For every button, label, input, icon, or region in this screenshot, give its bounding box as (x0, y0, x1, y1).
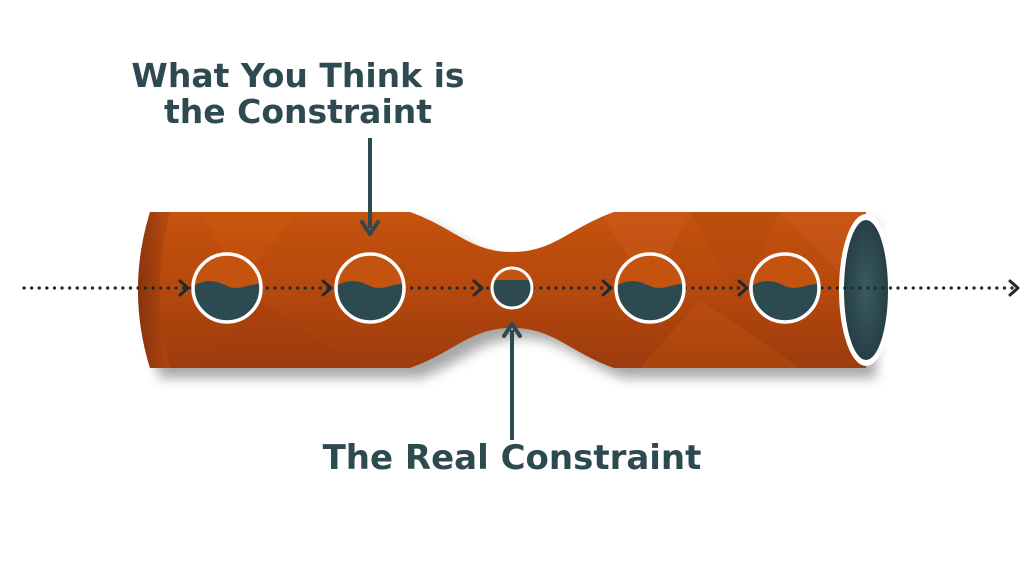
flow-arrowhead-1 (178, 279, 190, 297)
perceived-constraint-line1: What You Think is (131, 56, 465, 95)
flow-arrowhead-5 (737, 279, 749, 297)
flow-arrowhead-3 (472, 279, 484, 297)
perceived-constraint-line2: the Constraint (163, 92, 433, 132)
flow-arrowheads (178, 279, 1020, 297)
fluid-ring-3 (490, 266, 534, 310)
pipe-left-end (138, 212, 170, 368)
pipe-texture (200, 212, 866, 368)
pointer-arrow-perceived (360, 138, 380, 236)
flow-arrowhead-end (1008, 279, 1020, 297)
pipe-opening (839, 214, 893, 366)
flow-arrowhead-2 (321, 279, 333, 297)
real-constraint-label: The Real Constraint (322, 438, 702, 478)
flow-arrowhead-4 (601, 279, 613, 297)
pointer-arrow-real (502, 322, 522, 440)
perceived-constraint-label: What You Think is the Constraint (96, 56, 500, 132)
